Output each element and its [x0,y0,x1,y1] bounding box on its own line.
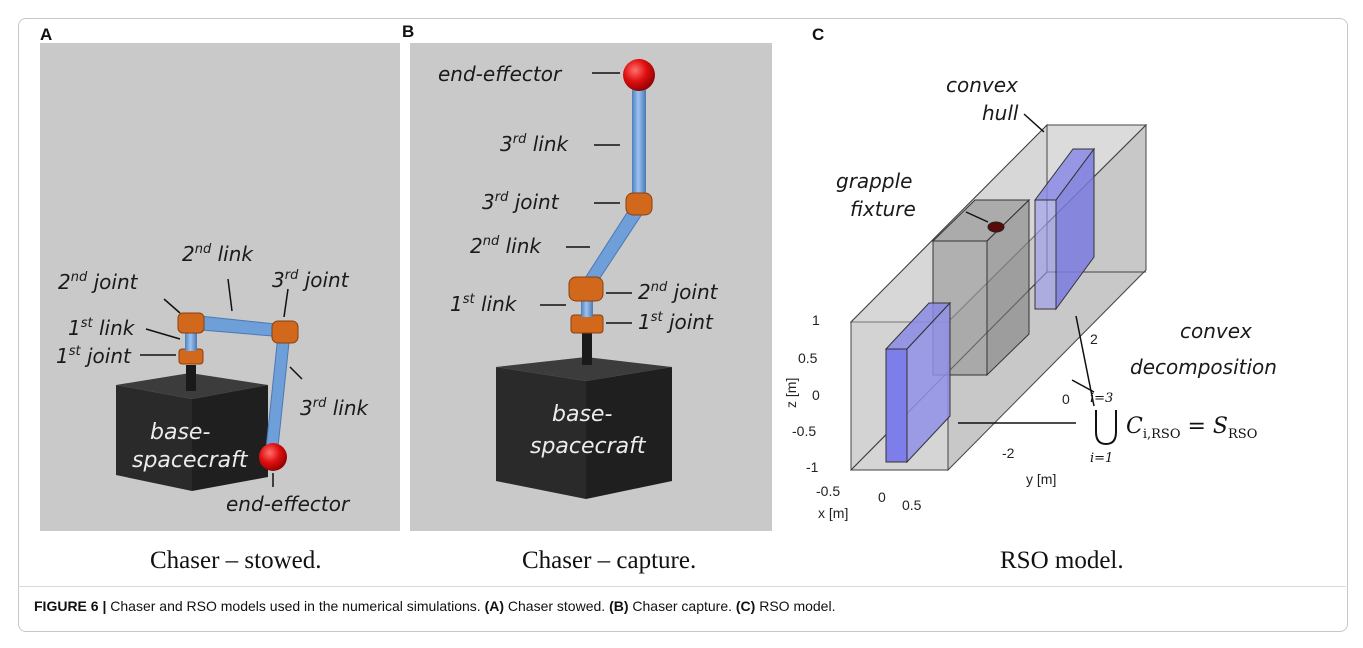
first-link [185,331,197,351]
label-c-grapple-1: grapple [836,169,912,193]
svg-text:-1: -1 [806,459,819,475]
svg-text:0.5: 0.5 [798,350,818,366]
panel-letter-a: A [40,25,53,44]
label-a-first-joint: 1st joint [56,344,132,368]
subcaption-b: Chaser – capture. [522,547,697,574]
y-axis-label: y [m] [1026,471,1056,487]
union-symbol [1095,410,1117,446]
label-a-end-effector: end-effector [226,492,351,516]
label-a-base-line1: base- [150,420,210,445]
svg-text:-2: -2 [1002,445,1015,461]
solar-panel-far [1034,147,1095,311]
base-post-b [582,333,592,365]
label-b-end-effector: end-effector [438,62,563,86]
second-joint-b [568,276,604,302]
caption-figure-tag: FIGURE 6 | [34,598,107,614]
panel-a-figure: 2nd link 2nd joint 3rd joint 1st link 1s… [40,43,400,531]
base-spacecraft-cube-b [496,357,672,499]
panel-c-figure: 1 0.5 0 -0.5 -1 z [m] 2 0 -2 y [m] -0.5 … [783,73,1277,521]
second-joint [177,312,205,334]
caption-b-tag: (B) [609,598,629,614]
svg-text:-0.5: -0.5 [816,483,840,499]
label-c-decomp-1: convex [1180,319,1252,343]
third-joint [271,320,299,344]
caption-text: Chaser and RSO models used in the numeri… [106,598,485,614]
label-a-third-joint: 3rd joint [272,268,350,292]
label-b-second-link: 2nd link [470,234,542,258]
label-a-second-joint: 2nd joint [58,270,139,294]
label-b-third-link: 3rd link [500,132,569,156]
end-effector-ball-b [623,59,655,91]
figure-caption: FIGURE 6 | Chaser and RSO models used in… [34,598,835,614]
panel-letter-c: C [812,25,825,44]
label-a-base-line2: spacecraft [132,448,249,473]
x-axis-ticks: -0.5 0 0.5 [816,483,922,513]
first-link-b [581,299,593,317]
caption-c-text: RSO model. [755,598,836,614]
svg-text:0: 0 [1062,391,1070,407]
panel-c-leaders [958,113,1095,424]
z-axis-ticks: 1 0.5 0 -0.5 -1 [792,312,820,475]
label-c-decomp-2: decomposition [1130,355,1277,379]
label-c-convex-hull-1: convex [946,73,1018,97]
label-b-base-line1: base- [552,402,612,427]
third-joint-b [625,192,653,216]
svg-text:2: 2 [1090,331,1098,347]
caption-b-text: Chaser capture. [628,598,736,614]
third-link-b [632,85,646,203]
union-lower-index: i=1 [1090,451,1113,466]
first-joint [178,348,204,365]
caption-a-text: Chaser stowed. [504,598,610,614]
label-c-convex-hull-2: hull [982,101,1019,125]
subcaption-a: Chaser – stowed. [150,547,322,574]
label-b-first-joint: 1st joint [638,310,714,334]
panel-letter-b: B [402,22,415,41]
solar-panel-near [884,301,952,464]
label-a-third-link: 3rd link [300,396,369,420]
union-upper-index: i=3 [1090,391,1113,406]
label-a-second-link: 2nd link [182,242,254,266]
y-axis-ticks: 2 0 -2 [1002,331,1098,461]
caption-divider [18,586,1346,587]
base-post [186,365,196,391]
caption-a-tag: (A) [484,598,504,614]
grapple-fixture-dot [987,221,1005,233]
svg-text:0: 0 [878,489,886,505]
panel-a-leaders [140,278,303,487]
label-c-grapple-2: fixture [850,197,916,221]
label-b-second-joint: 2nd joint [638,280,719,304]
svg-text:0: 0 [812,387,820,403]
caption-c-tag: (C) [735,598,756,614]
base-spacecraft-cube [116,373,268,491]
svg-text:1: 1 [812,312,820,328]
label-b-base-line2: spacecraft [530,434,647,459]
x-axis-label: x [m] [818,505,848,521]
svg-text:0.5: 0.5 [902,497,922,513]
end-effector-ball [259,443,287,471]
z-axis-label: z [m] [783,378,799,408]
svg-text:-0.5: -0.5 [792,423,816,439]
label-a-first-link: 1st link [68,316,136,340]
subcaption-c: RSO model. [1000,547,1124,574]
label-b-first-link: 1st link [450,292,518,316]
first-joint-b [570,314,604,334]
panel-b-figure: end-effector 3rd link 3rd joint 2nd link… [410,43,772,531]
label-b-third-joint: 3rd joint [482,190,560,214]
panel-b-leaders [540,72,632,324]
union-formula: Ci,RSO = SRSO [1126,414,1257,442]
